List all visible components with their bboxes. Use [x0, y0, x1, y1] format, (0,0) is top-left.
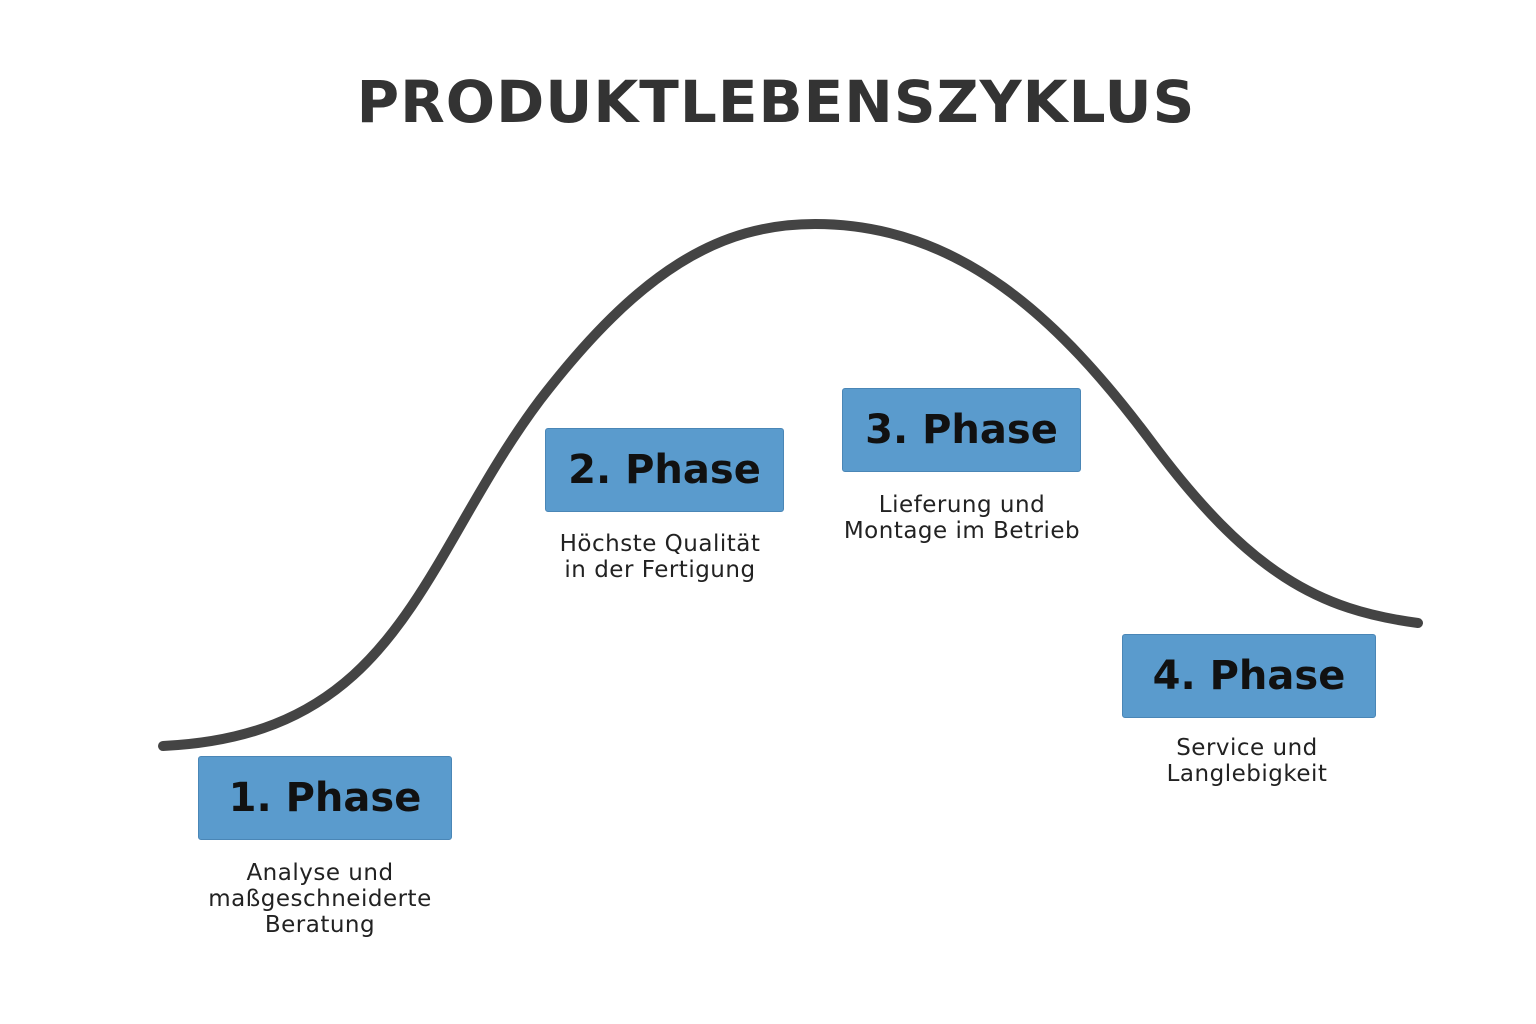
phase-2-desc-line: in der Fertigung	[564, 557, 756, 583]
diagram-title: PRODUKTLEBENSZYKLUS	[356, 68, 1196, 136]
phase-4-box: 4. Phase	[1122, 634, 1376, 718]
phase-3-desc-line: Montage im Betrieb	[843, 518, 1081, 544]
phase-4-description: Service und Langlebigkeit	[1097, 735, 1397, 787]
phase-2-box: 2. Phase	[545, 428, 784, 512]
phase-1-box: 1. Phase	[198, 756, 452, 840]
phase-4-label: 4. Phase	[1152, 653, 1346, 699]
phase-3-label: 3. Phase	[865, 407, 1058, 453]
phase-1-desc-line: maßgeschneiderte	[208, 886, 432, 912]
phase-1-description: Analyse und maßgeschneiderte Beratung	[170, 860, 470, 938]
phase-4-desc-line: Langlebigkeit	[1166, 761, 1328, 787]
phase-2-description: Höchste Qualität in der Fertigung	[510, 531, 810, 583]
phase-3-description: Lieferung und Montage im Betrieb	[812, 492, 1112, 544]
phase-1-desc-line: Analyse und	[246, 860, 394, 886]
phase-4-desc-line: Service und	[1176, 735, 1318, 761]
phase-2-desc-line: Höchste Qualität	[559, 531, 761, 557]
phase-1-desc-line: Beratung	[264, 912, 376, 938]
phase-3-box: 3. Phase	[842, 388, 1081, 472]
phase-2-label: 2. Phase	[568, 447, 761, 493]
phase-1-label: 1. Phase	[228, 775, 422, 821]
lifecycle-curve-path	[158, 218, 1423, 751]
phase-3-desc-line: Lieferung und	[878, 492, 1046, 518]
